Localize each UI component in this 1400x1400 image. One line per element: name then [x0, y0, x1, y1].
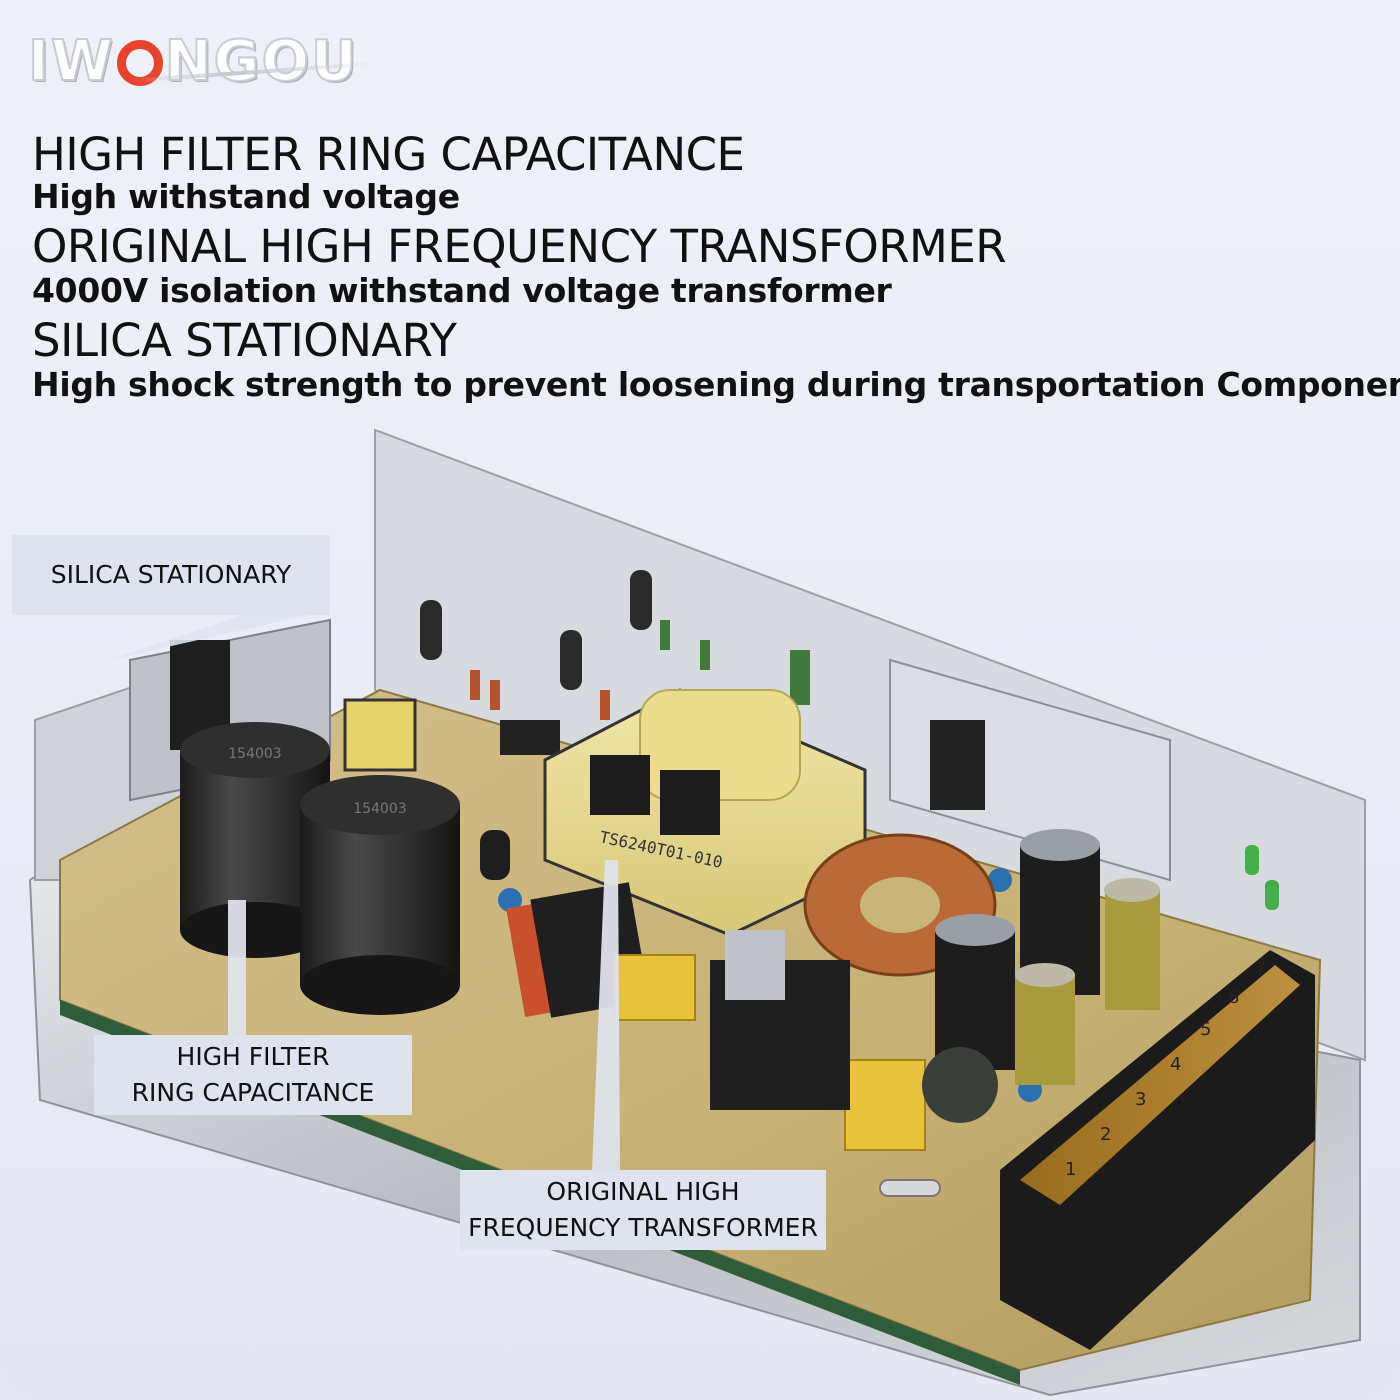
callout-filter-capacitance: HIGH FILTER RING CAPACITANCE: [94, 1035, 412, 1115]
feature-title-transformer: ORIGINAL HIGH FREQUENCY TRANSFORMER: [32, 220, 1007, 273]
callout-silica-text: SILICA STATIONARY: [50, 560, 292, 589]
callout-hf-transformer: ORIGINAL HIGH FREQUENCY TRANSFORMER: [460, 1170, 826, 1250]
filter-capacitor-2: 154003: [300, 775, 460, 1015]
logo-text-left: IW: [27, 28, 115, 95]
feature-subtitle-silica: High shock strength to prevent loosening…: [32, 365, 1400, 404]
feature-subtitle-transformer: 4000V isolation withstand voltage transf…: [32, 271, 892, 310]
terminal-1: 1: [1065, 1159, 1076, 1180]
callout-capacitance-line1: HIGH FILTER: [176, 1042, 330, 1071]
leader-transformer: [592, 860, 620, 1170]
terminal-7: 7: [1255, 959, 1266, 980]
brand-logo: IW NGOU: [27, 28, 359, 95]
terminal-6: 6: [1228, 987, 1239, 1008]
small-components: [343, 570, 1279, 1102]
heatsink-right: [889, 658, 1171, 882]
terminal-3: 3: [1135, 1089, 1146, 1110]
feature-subtitle-capacitance: High withstand voltage: [32, 177, 460, 216]
electrolytic-capacitors: [935, 829, 1160, 1085]
terminal-4: 4: [1170, 1054, 1181, 1075]
callout-transformer-line2: FREQUENCY TRANSFORMER: [468, 1213, 818, 1242]
leader-capacitance: [228, 900, 246, 1035]
terminal-5: 5: [1200, 1019, 1211, 1040]
logo-text-right: NGOU: [164, 28, 359, 95]
terminal-block: 1 2 3 4 5 6 7: [1000, 950, 1315, 1350]
callout-transformer-line1: ORIGINAL HIGH: [546, 1177, 740, 1206]
callout-silica-stationary: SILICA STATIONARY: [12, 535, 330, 615]
feature-title-silica: SILICA STATIONARY: [32, 314, 457, 367]
capacitor-2-marking: 154003: [353, 801, 406, 817]
feature-title-capacitance: HIGH FILTER RING CAPACITANCE: [32, 128, 745, 181]
hf-transformer: TS6240T01-010: [543, 688, 867, 937]
capacitor-1-marking: 154003: [228, 746, 281, 762]
callout-capacitance-line2: RING CAPACITANCE: [131, 1078, 375, 1107]
terminal-2: 2: [1100, 1124, 1111, 1145]
